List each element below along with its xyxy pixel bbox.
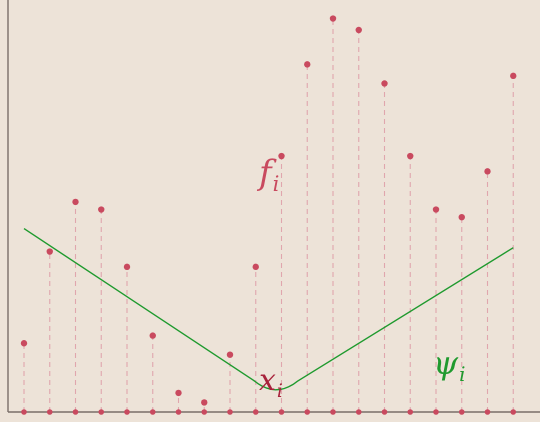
node-marker [484,409,491,415]
sample-point [432,206,440,213]
sample-point [201,399,208,406]
node-marker [433,409,439,415]
node-marker [407,409,414,415]
sample-point [20,340,28,347]
sample-point [149,332,156,339]
label-psi-main: ψ [433,344,459,382]
node-marker [72,409,79,415]
sample-point [304,61,311,68]
node-marker [46,409,53,415]
node-marker [278,409,285,415]
sample-point [72,198,79,206]
node-marker [458,409,465,415]
node-marker [201,409,208,415]
sample-point [46,248,53,255]
node-marker [124,409,130,415]
sample-point [355,26,362,34]
node-marker [381,409,388,415]
sample-point [123,263,131,271]
sample-point [407,152,414,160]
label-x-sub: i [276,380,283,402]
node-marker [175,409,182,415]
label-psi-i: ψi [433,347,465,385]
node-marker [227,409,233,415]
label-x-main: x [259,363,276,398]
node-marker [98,409,105,415]
label-f-sub: i [272,171,280,197]
sample-point [329,15,337,22]
node-marker [21,409,27,415]
label-psi-sub: i [459,362,466,386]
label-f-main: f [259,153,272,193]
label-f-i: fi [259,156,279,194]
sample-point [510,72,517,80]
basis-function-curve [23,228,514,391]
node-marker [304,409,311,415]
label-x-i: xi [259,366,283,401]
sample-point [278,152,285,160]
sample-point [226,351,234,358]
node-marker [252,409,259,415]
sample-point [252,263,259,271]
node-marker [510,409,517,415]
sample-point [484,168,491,175]
node-marker [149,409,156,415]
node-marker [355,409,362,415]
node-marker [330,409,336,415]
sample-point [175,389,182,397]
points-layer [20,15,517,415]
sample-point [381,80,388,87]
sample-point [458,213,465,221]
sample-point [98,206,105,213]
